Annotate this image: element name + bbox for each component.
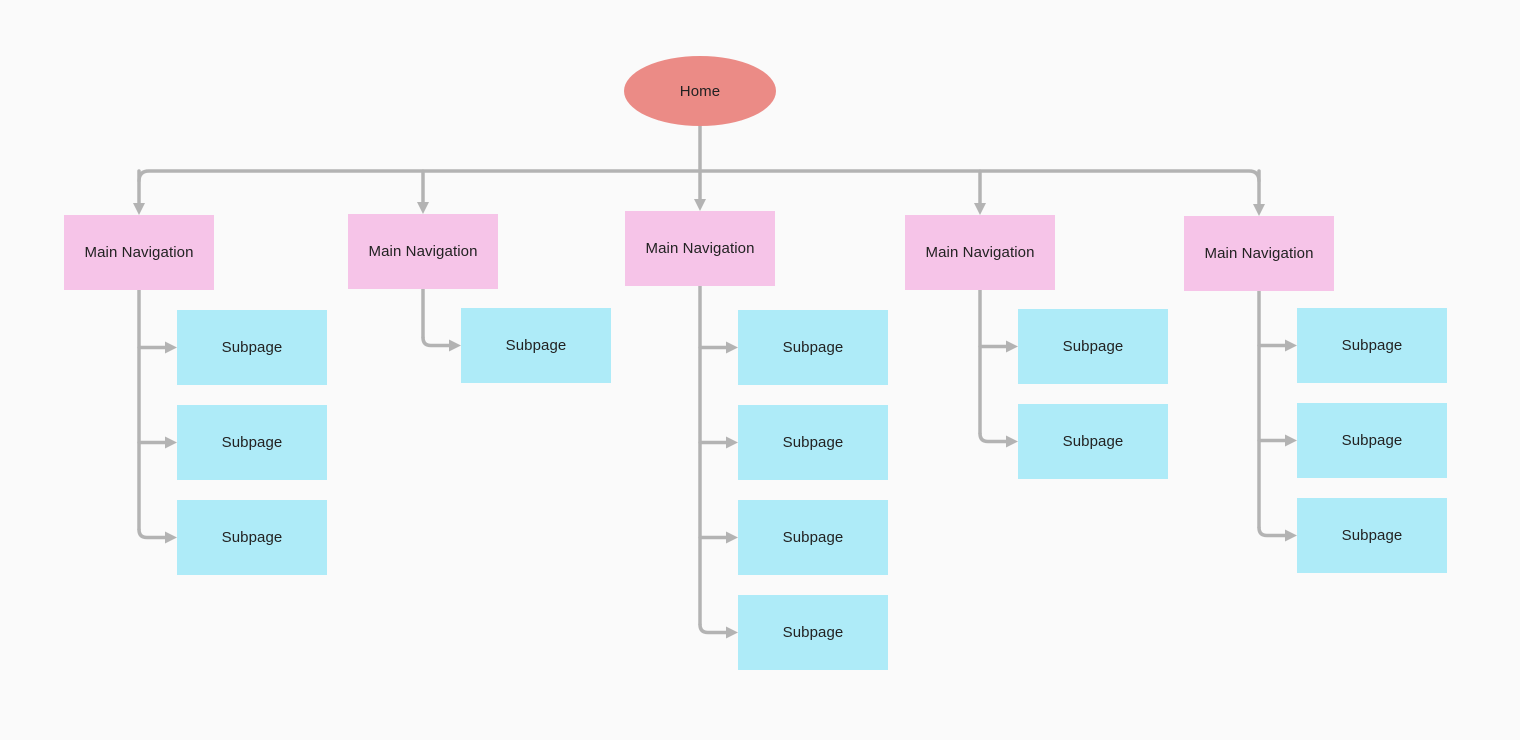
subpage-arrow-5-1 (1285, 339, 1297, 352)
main-navigation-5-label: Main Navigation (1204, 245, 1314, 262)
subpage-4-2: Subpage (1018, 404, 1168, 479)
subpage-arrow-3-3 (726, 531, 738, 544)
subpage-branch-3-4 (698, 622, 729, 635)
subpage-arrow-5-3 (1285, 529, 1297, 542)
subpage-3-1: Subpage (738, 310, 888, 385)
subpage-arrow-4-2 (1006, 435, 1018, 448)
subpage-arrow-3-1 (726, 341, 738, 354)
subpage-5-1-label: Subpage (1341, 337, 1403, 354)
subpage-2-1-label: Subpage (505, 337, 567, 354)
main-navigation-1: Main Navigation (64, 215, 214, 290)
subpage-1-3: Subpage (177, 500, 327, 575)
subpage-1-2-label: Subpage (221, 434, 283, 451)
subpage-arrow-1-3 (165, 531, 177, 544)
subpage-3-4-label: Subpage (782, 624, 844, 641)
subpage-3-4: Subpage (738, 595, 888, 670)
subpage-5-3-label: Subpage (1341, 527, 1403, 544)
subpage-arrow-3-4 (726, 626, 738, 639)
subpage-1-2: Subpage (177, 405, 327, 480)
subpage-5-2: Subpage (1297, 403, 1447, 478)
home-node-label: Home (679, 82, 721, 100)
subpage-branch-1-3 (137, 527, 168, 540)
subpage-2-1: Subpage (461, 308, 611, 383)
nav-arrow-3 (694, 199, 706, 211)
main-navigation-5: Main Navigation (1184, 216, 1334, 291)
subpage-arrow-4-1 (1006, 340, 1018, 353)
subpage-arrow-1-2 (165, 436, 177, 449)
main-navigation-4-label: Main Navigation (925, 244, 1035, 261)
home-node: Home (624, 56, 776, 126)
subpage-arrow-2-1 (449, 339, 461, 352)
subpage-branch-4-2 (978, 431, 1009, 444)
nav-arrow-5 (1253, 204, 1265, 216)
main-navigation-4: Main Navigation (905, 215, 1055, 290)
main-navigation-2-label: Main Navigation (368, 243, 478, 260)
subpage-3-3: Subpage (738, 500, 888, 575)
subpage-5-1: Subpage (1297, 308, 1447, 383)
subpage-1-1: Subpage (177, 310, 327, 385)
nav-arrow-1 (133, 203, 145, 215)
main-navigation-3: Main Navigation (625, 211, 775, 286)
subpage-3-2-label: Subpage (782, 434, 844, 451)
subpage-4-1-label: Subpage (1062, 338, 1124, 355)
subpage-5-3: Subpage (1297, 498, 1447, 573)
main-navigation-3-label: Main Navigation (645, 240, 755, 257)
nav-arrow-4 (974, 203, 986, 215)
subpage-3-3-label: Subpage (782, 529, 844, 546)
subpage-1-3-label: Subpage (221, 529, 283, 546)
subpage-3-2: Subpage (738, 405, 888, 480)
subpage-3-1-label: Subpage (782, 339, 844, 356)
subpage-branch-5-3 (1257, 525, 1288, 538)
subpage-4-2-label: Subpage (1062, 433, 1124, 450)
nav-arrow-2 (417, 202, 429, 214)
main-navigation-1-label: Main Navigation (84, 244, 194, 261)
subpage-1-1-label: Subpage (221, 339, 283, 356)
main-navigation-2: Main Navigation (348, 214, 498, 289)
subpage-arrow-5-2 (1285, 434, 1297, 447)
subpage-arrow-1-1 (165, 341, 177, 354)
subpage-4-1: Subpage (1018, 309, 1168, 384)
subpage-5-2-label: Subpage (1341, 432, 1403, 449)
subpage-arrow-3-2 (726, 436, 738, 449)
subpage-branch-2-1 (421, 335, 452, 348)
